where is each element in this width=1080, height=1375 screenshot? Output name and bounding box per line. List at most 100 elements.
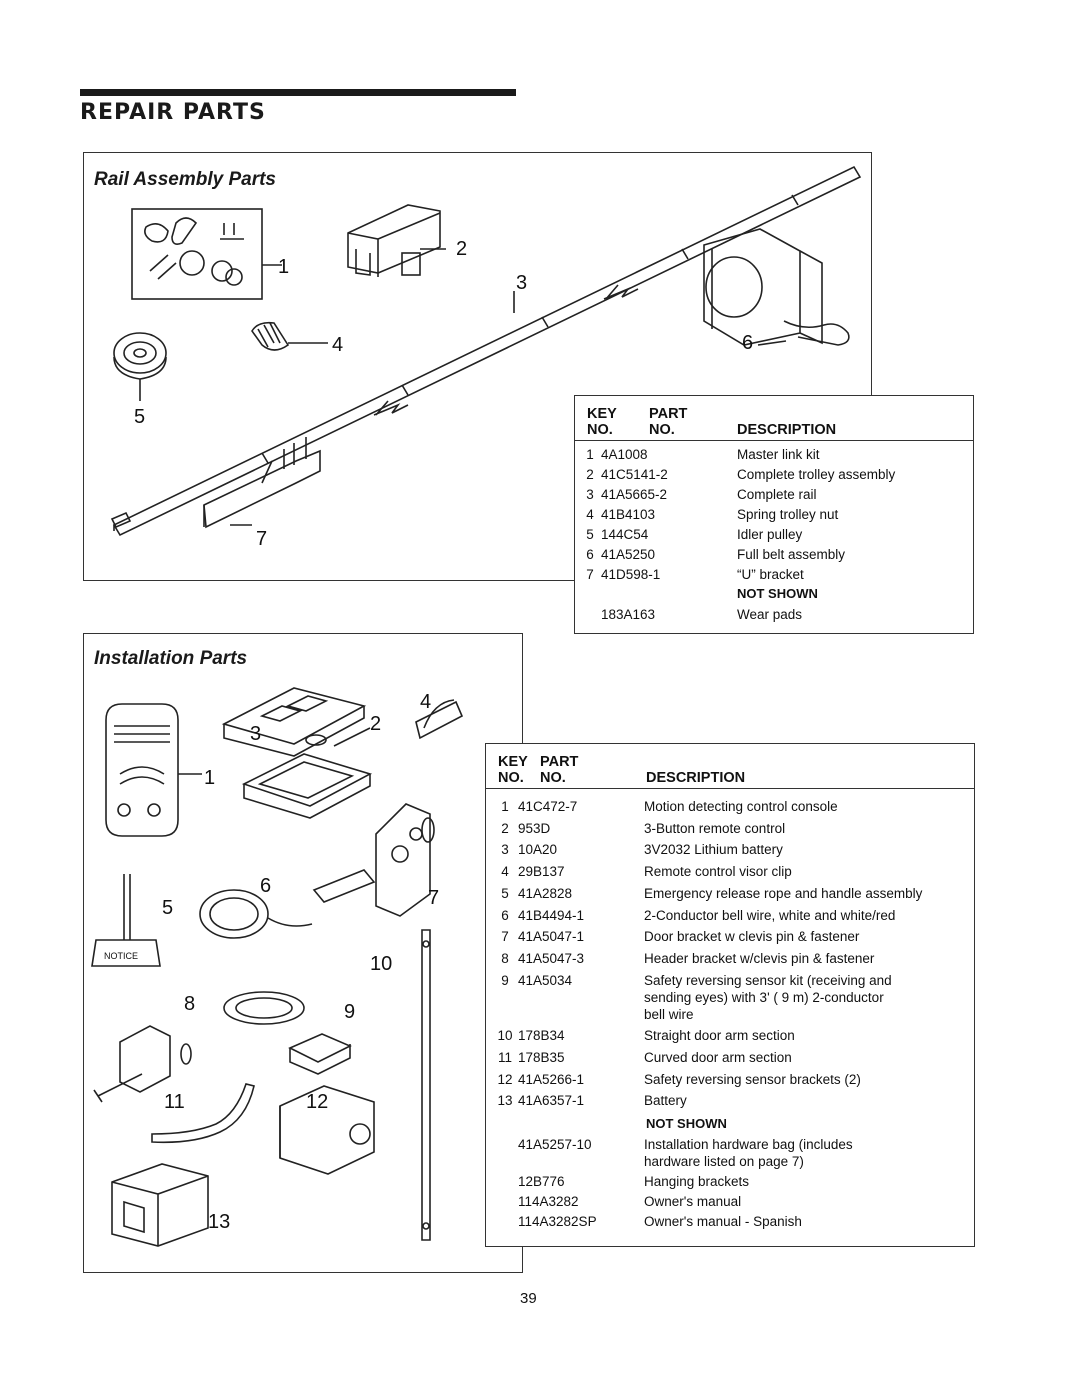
callout-7: 7 [256, 528, 267, 550]
installation-illustration: 1 2 3 4 5 6 7 8 9 10 11 12 13 NOTICE [91, 687, 464, 1247]
key-no-cell: 7 [501, 929, 509, 945]
straight-door-arm [421, 929, 431, 1241]
part-no-cell: 114A3282 [518, 1194, 579, 1210]
key-no-cell [492, 1213, 518, 1230]
description-cell: Hanging brackets [644, 1174, 750, 1190]
trolley-body [347, 204, 441, 274]
part-no-cell: 144C54 [601, 527, 649, 542]
callout-12: 12 [306, 1091, 328, 1113]
key-no-cell [492, 1193, 518, 1210]
key-no-cell: 4 [501, 864, 509, 880]
table-row: 12B776 Hanging brackets [492, 1173, 749, 1190]
clevis-pin [312, 869, 376, 903]
description-cell: Header bracket w/clevis pin & fastener [644, 950, 875, 966]
release-rope [123, 874, 131, 940]
callout-10: 10 [370, 953, 392, 975]
master-link-kit-box [131, 208, 263, 300]
part-no-cell: 41B4494-1 [518, 907, 585, 923]
part-no-cell: 29B137 [518, 864, 565, 880]
part-no-cell: 41C472-7 [518, 799, 578, 814]
part-no-cell: 41A5250 [601, 547, 656, 562]
rail-assembly-panel: Rail Assembly Parts [83, 152, 872, 581]
callout-3: 3 [250, 723, 261, 745]
table-row: 41A5257-10 Installation hardware bag (inc… [492, 1136, 853, 1170]
callout-5: 5 [134, 406, 145, 428]
part-no-cell: 41A5257-10 [518, 1137, 592, 1153]
col-header-description: DESCRIPTION [737, 422, 837, 438]
header-divider [486, 788, 974, 789]
key-no-cell: 7 [586, 567, 594, 582]
install-callout-labels: 1 2 3 4 5 6 7 8 9 10 11 12 13 NOTICE [104, 691, 439, 1233]
part-no-cell: 41D598-1 [601, 567, 661, 582]
title-rule [80, 89, 516, 96]
key-no-cell: 2 [586, 467, 594, 482]
page-number: 39 [520, 1290, 537, 1307]
part-no-cell: 178B34 [518, 1028, 565, 1044]
description-cell: Wear pads [737, 607, 803, 622]
key-no-cell: 2 [501, 820, 509, 836]
col-header-description: DESCRIPTION [646, 770, 746, 786]
rail-callout-labels: 1 2 3 4 5 6 7 [134, 238, 753, 550]
description-cell: Curved door arm section [644, 1050, 792, 1065]
description-cell: Owner's manual [644, 1194, 742, 1210]
key-no-cell: 8 [501, 950, 509, 966]
visor-clip [415, 700, 464, 740]
description-cell: Complete trolley assembly [737, 467, 896, 482]
rail-assembly-illustration: 1 2 3 4 5 6 7 [110, 165, 862, 550]
key-no-cell: 9 [501, 972, 509, 988]
header-divider [575, 440, 973, 441]
key-no-cell: 6 [501, 907, 509, 923]
sensor-wire-coil [223, 991, 305, 1025]
part-no-cell: 41A5047-1 [518, 929, 585, 945]
part-no-cell: 41A5665-2 [601, 487, 668, 502]
part-no-cell: 178B35 [518, 1050, 565, 1065]
description-cell: Emergency release rope and handle assemb… [644, 885, 923, 901]
release-handle [91, 939, 161, 967]
key-no-cell: 3 [501, 842, 509, 858]
description-cell: Battery [644, 1093, 687, 1109]
spring-trolley-nut [251, 321, 290, 351]
key-no-cell: 4 [586, 507, 594, 522]
part-no-cell: 41A5034 [518, 972, 573, 988]
description-cell: Motion detecting control console [644, 799, 838, 814]
rail-sections [112, 165, 862, 537]
key-no-cell [579, 606, 601, 623]
callout-8: 8 [184, 993, 195, 1015]
description-cell: “U” bracket [737, 567, 804, 582]
callout-1: 1 [204, 767, 215, 789]
u-bracket [203, 449, 321, 529]
table-row: 9 41A5034 Safety reversing sensor kit (rec… [492, 972, 892, 1023]
description-cell: 3-Button remote control [644, 820, 786, 836]
part-no-cell: 41A2828 [518, 885, 573, 901]
key-no-cell: 12 [497, 1071, 513, 1087]
part-no-cell: 4A1008 [601, 447, 648, 462]
callout-7: 7 [428, 887, 439, 909]
callout-3: 3 [516, 272, 527, 294]
safety-sensor [288, 1033, 352, 1063]
description-cell: Installation hardware bag (includes hard… [644, 1137, 853, 1170]
part-no-cell: 953D [518, 820, 551, 836]
table-row: 114A3282 Owner's manual [492, 1193, 741, 1210]
description-cell: Straight door arm section [644, 1028, 795, 1044]
install-section-title: Installation Parts [94, 648, 248, 669]
remote-control [221, 687, 367, 745]
part-no-cell: 12B776 [518, 1174, 565, 1190]
description-cell: Safety reversing sensor kit (receiving a… [644, 972, 892, 1022]
bell-wire [199, 889, 269, 939]
control-console [105, 703, 179, 837]
